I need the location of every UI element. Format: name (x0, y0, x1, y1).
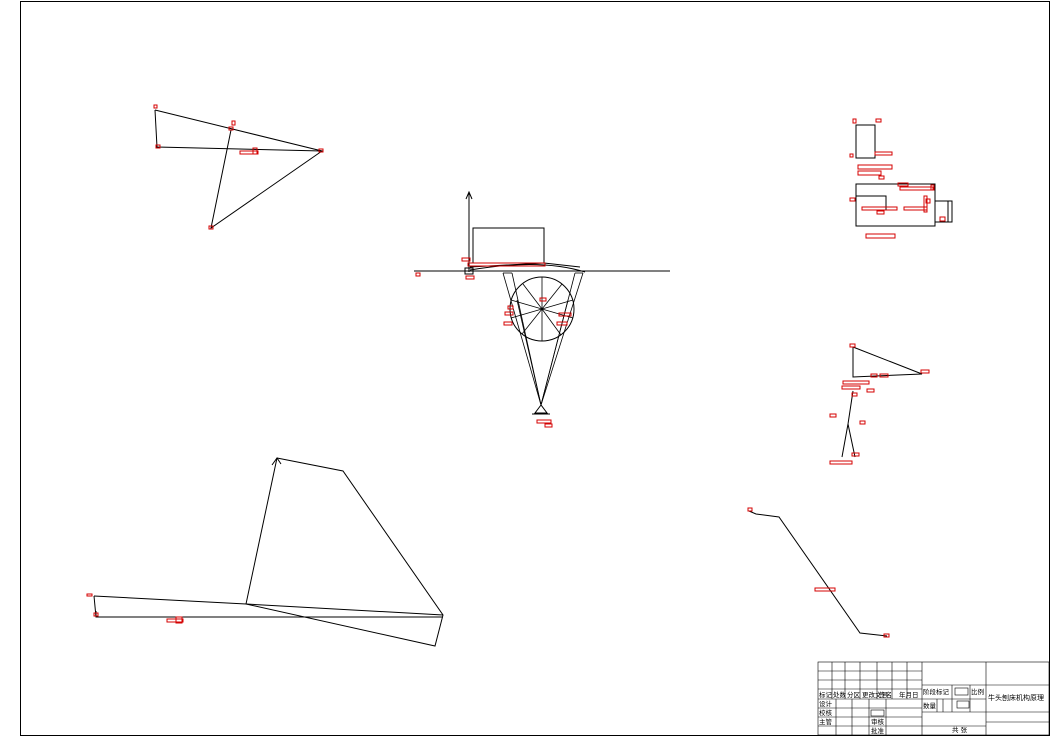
header-signature: 签名 (879, 691, 892, 699)
quantity-label: 数量 (923, 702, 936, 710)
linkage-diagram-lower-left (86, 457, 444, 647)
row-approve: 批准 (871, 727, 884, 735)
header-zone: 分区 (847, 691, 860, 699)
linkage-diagram-mid-right (829, 343, 930, 465)
row-check: 校核 (819, 709, 832, 717)
drawing-title: 牛头刨床机构原理 (988, 694, 1044, 702)
header-mark: 标记 (819, 691, 832, 699)
row-design: 设计 (819, 700, 832, 708)
stage-mark-label: 阶段标记 (923, 688, 949, 696)
sheet-count-label: 共 张 (952, 726, 968, 734)
header-date: 年月日 (899, 691, 919, 699)
title-block (817, 661, 1050, 736)
part-detail-top-right (849, 118, 953, 239)
scale-label: 比例 (971, 688, 984, 696)
crank-mechanism-diagram (414, 190, 670, 428)
displacement-curve-lower-right (747, 507, 890, 638)
row-supervisor: 主管 (819, 718, 832, 726)
header-count: 处数 (833, 691, 846, 699)
sheet-frame (20, 1, 1050, 736)
header-change-doc: 更改文号 (862, 691, 888, 699)
linkage-diagram-top-left (153, 104, 324, 230)
row-review: 审核 (871, 718, 884, 726)
